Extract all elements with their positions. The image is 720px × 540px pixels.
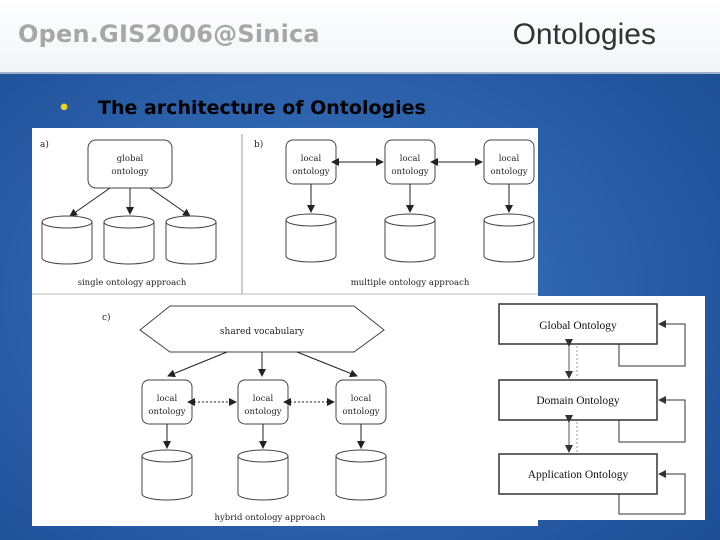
local-ontology-b2: local ontology <box>384 139 436 185</box>
local-ontology-b3: local ontology <box>483 139 535 185</box>
database-b1 <box>285 213 337 263</box>
svg-text:ontology: ontology <box>292 167 329 177</box>
svg-text:Domain Ontology: Domain Ontology <box>536 395 620 407</box>
svg-text:ontology: ontology <box>490 167 527 177</box>
approaches-svg: a) b) c) global ontology <box>32 134 538 523</box>
svg-text:local: local <box>253 394 274 404</box>
svg-text:local: local <box>499 154 520 164</box>
svg-text:ontology: ontology <box>342 407 379 417</box>
svg-text:local: local <box>157 394 178 404</box>
section-title: Ontologies <box>512 18 656 51</box>
conference-title: Open.GIS2006@Sinica <box>18 20 320 48</box>
database-b2 <box>384 213 436 263</box>
shared-vocabulary-node: shared vocabulary <box>139 305 385 353</box>
svg-text:ontology: ontology <box>148 407 185 417</box>
database-c2 <box>237 449 289 501</box>
ontology-layers-figure: Global Ontology Domain Ontology Applicat… <box>489 296 705 520</box>
label-a: a) <box>40 139 49 150</box>
local-ontology-c3: local ontology <box>335 379 387 425</box>
svg-text:ontology: ontology <box>244 407 281 417</box>
svg-text:ontology: ontology <box>391 167 428 177</box>
svg-text:ontology: ontology <box>111 167 148 177</box>
bullet-text: The architecture of Ontologies <box>98 97 426 119</box>
layers-svg: Global Ontology Domain Ontology Applicat… <box>498 303 686 515</box>
global-ontology-layer: Global Ontology <box>498 303 658 345</box>
svg-text:local: local <box>400 154 421 164</box>
ontology-approaches-figure: a) b) c) global ontology <box>32 128 538 526</box>
svg-text:Application Ontology: Application Ontology <box>528 469 629 481</box>
database-a3 <box>165 215 217 265</box>
svg-text:local: local <box>351 394 372 404</box>
bullet-dot-icon: • <box>58 97 71 119</box>
domain-ontology-layer: Domain Ontology <box>498 379 658 421</box>
svg-text:Global Ontology: Global Ontology <box>539 320 617 332</box>
local-ontology-b1: local ontology <box>285 139 337 185</box>
label-c: c) <box>102 312 111 323</box>
svg-text:shared vocabulary: shared vocabulary <box>220 327 305 337</box>
caption-single: single ontology approach <box>78 278 187 288</box>
database-c1 <box>141 449 193 501</box>
application-ontology-layer: Application Ontology <box>498 453 658 495</box>
svg-text:global: global <box>117 154 144 164</box>
caption-multiple: multiple ontology approach <box>351 278 470 288</box>
local-ontology-c1: local ontology <box>141 379 193 425</box>
svg-text:local: local <box>301 154 322 164</box>
database-c3 <box>335 449 387 501</box>
bullet-item: • The architecture of Ontologies <box>58 97 426 119</box>
global-ontology-node: global ontology <box>87 139 173 189</box>
label-b: b) <box>254 139 263 150</box>
database-b3 <box>483 213 535 263</box>
caption-hybrid: hybrid ontology approach <box>215 513 327 523</box>
slide-header: Open.GIS2006@Sinica Ontologies <box>0 0 720 74</box>
local-ontology-c2: local ontology <box>237 379 289 425</box>
database-a1 <box>41 215 93 265</box>
database-a2 <box>103 215 155 265</box>
